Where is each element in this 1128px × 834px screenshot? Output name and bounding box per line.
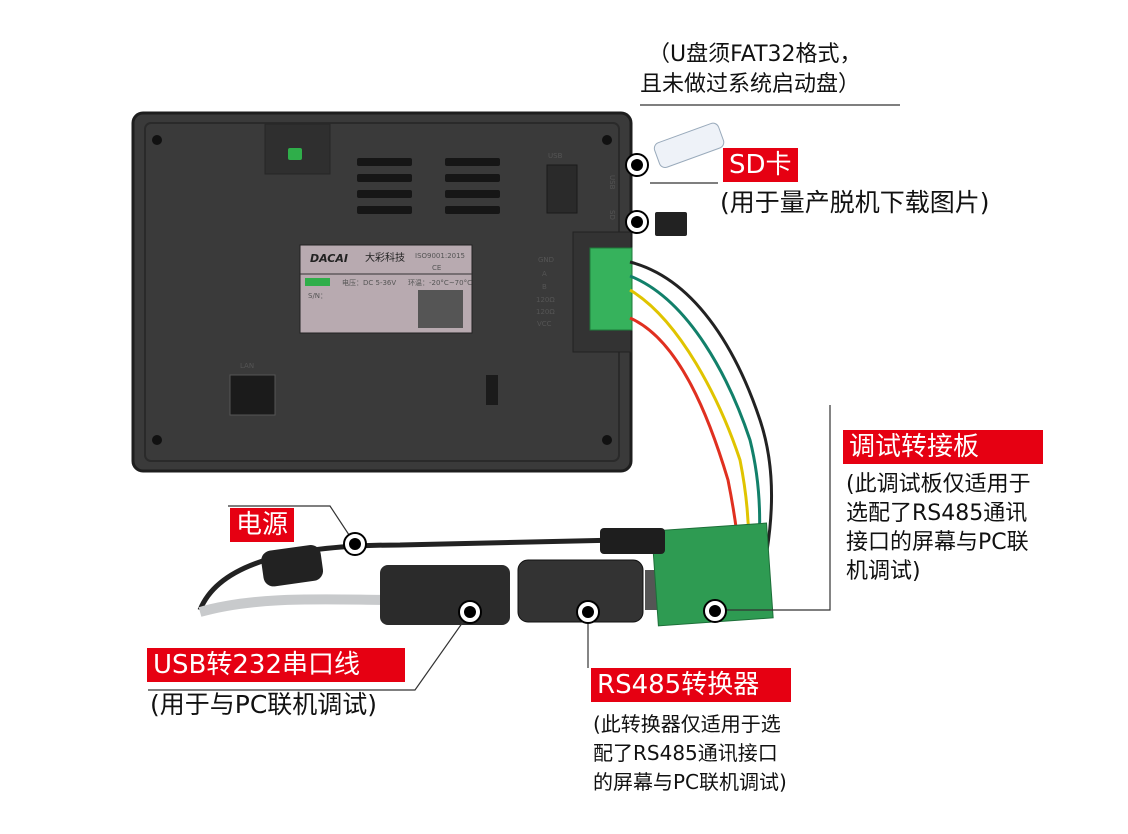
usb232-tag: USB转232串口线 <box>147 648 405 682</box>
debug-board-note: (此调试板仅适用于 选配了RS485通讯 接口的屏幕与PC联 机调试) <box>846 472 1031 584</box>
callout-usb <box>625 153 649 177</box>
usb-note-line1: （U盘须FAT32格式， <box>648 42 862 67</box>
usb-note-line2: 且未做过系统启动盘） <box>640 72 861 97</box>
rs485-converter <box>517 559 644 623</box>
rs485-tag: RS485转换器 <box>591 668 791 702</box>
label-power: 电压：DC 5-36V <box>342 278 396 287</box>
label-iso: ISO9001:2015 <box>415 252 465 260</box>
usb-port-label: USB <box>548 152 563 160</box>
device-label: DACAI 大彩科技 ISO9001:2015 CE 电压：DC 5-36V 环… <box>299 244 473 334</box>
db9-connector <box>380 565 510 625</box>
usb-side-label: USB <box>608 175 616 190</box>
svg-text:VCC: VCC <box>537 320 552 328</box>
svg-text:A: A <box>542 270 547 278</box>
power-tag: 电源 <box>230 508 295 542</box>
label-brand-cn: 大彩科技 <box>365 251 405 264</box>
lan-label: LAN <box>240 362 254 370</box>
sd-note: (用于量产脱机下载图片) <box>720 188 990 217</box>
label-brand: DACAI <box>310 252 348 265</box>
screw-holes <box>152 135 612 445</box>
label-ce: CE <box>432 264 441 272</box>
leader-lines <box>148 104 900 691</box>
pin-labels: GND A B 120Ω 120Ω VCC <box>536 256 555 328</box>
vents <box>357 158 500 214</box>
svg-text:B: B <box>542 283 547 291</box>
terminal-block <box>589 247 633 331</box>
debug-board-tag: 调试转接板 <box>843 430 1043 464</box>
usb-slot <box>546 164 578 214</box>
usb-flash-drive <box>653 122 725 168</box>
rs485-note: (此转换器仅适用于选 配了RS485通讯接口 的屏幕与PC联机调试) <box>593 712 787 794</box>
sd-side-label: SD <box>608 210 616 220</box>
callout-markers <box>343 153 727 624</box>
callout-sd <box>625 210 649 234</box>
callout-power <box>343 532 367 556</box>
status-led <box>288 148 302 160</box>
svg-text:120Ω: 120Ω <box>536 308 555 316</box>
callout-debug-board <box>703 599 727 623</box>
usb232-note: (用于与PC联机调试) <box>150 690 378 719</box>
label-sn: S/N： <box>308 292 327 300</box>
svg-text:120Ω: 120Ω <box>536 296 555 304</box>
callout-rs485 <box>576 600 600 624</box>
label-temp: 环温：-20°C~70°C <box>408 278 472 287</box>
qr-code <box>418 290 463 328</box>
svg-text:GND: GND <box>538 256 554 264</box>
sd-card <box>655 212 687 236</box>
lan-port <box>229 374 276 416</box>
sd-tag: SD卡 <box>723 148 798 182</box>
callout-usb232 <box>458 600 482 624</box>
usb-cable <box>198 594 401 617</box>
